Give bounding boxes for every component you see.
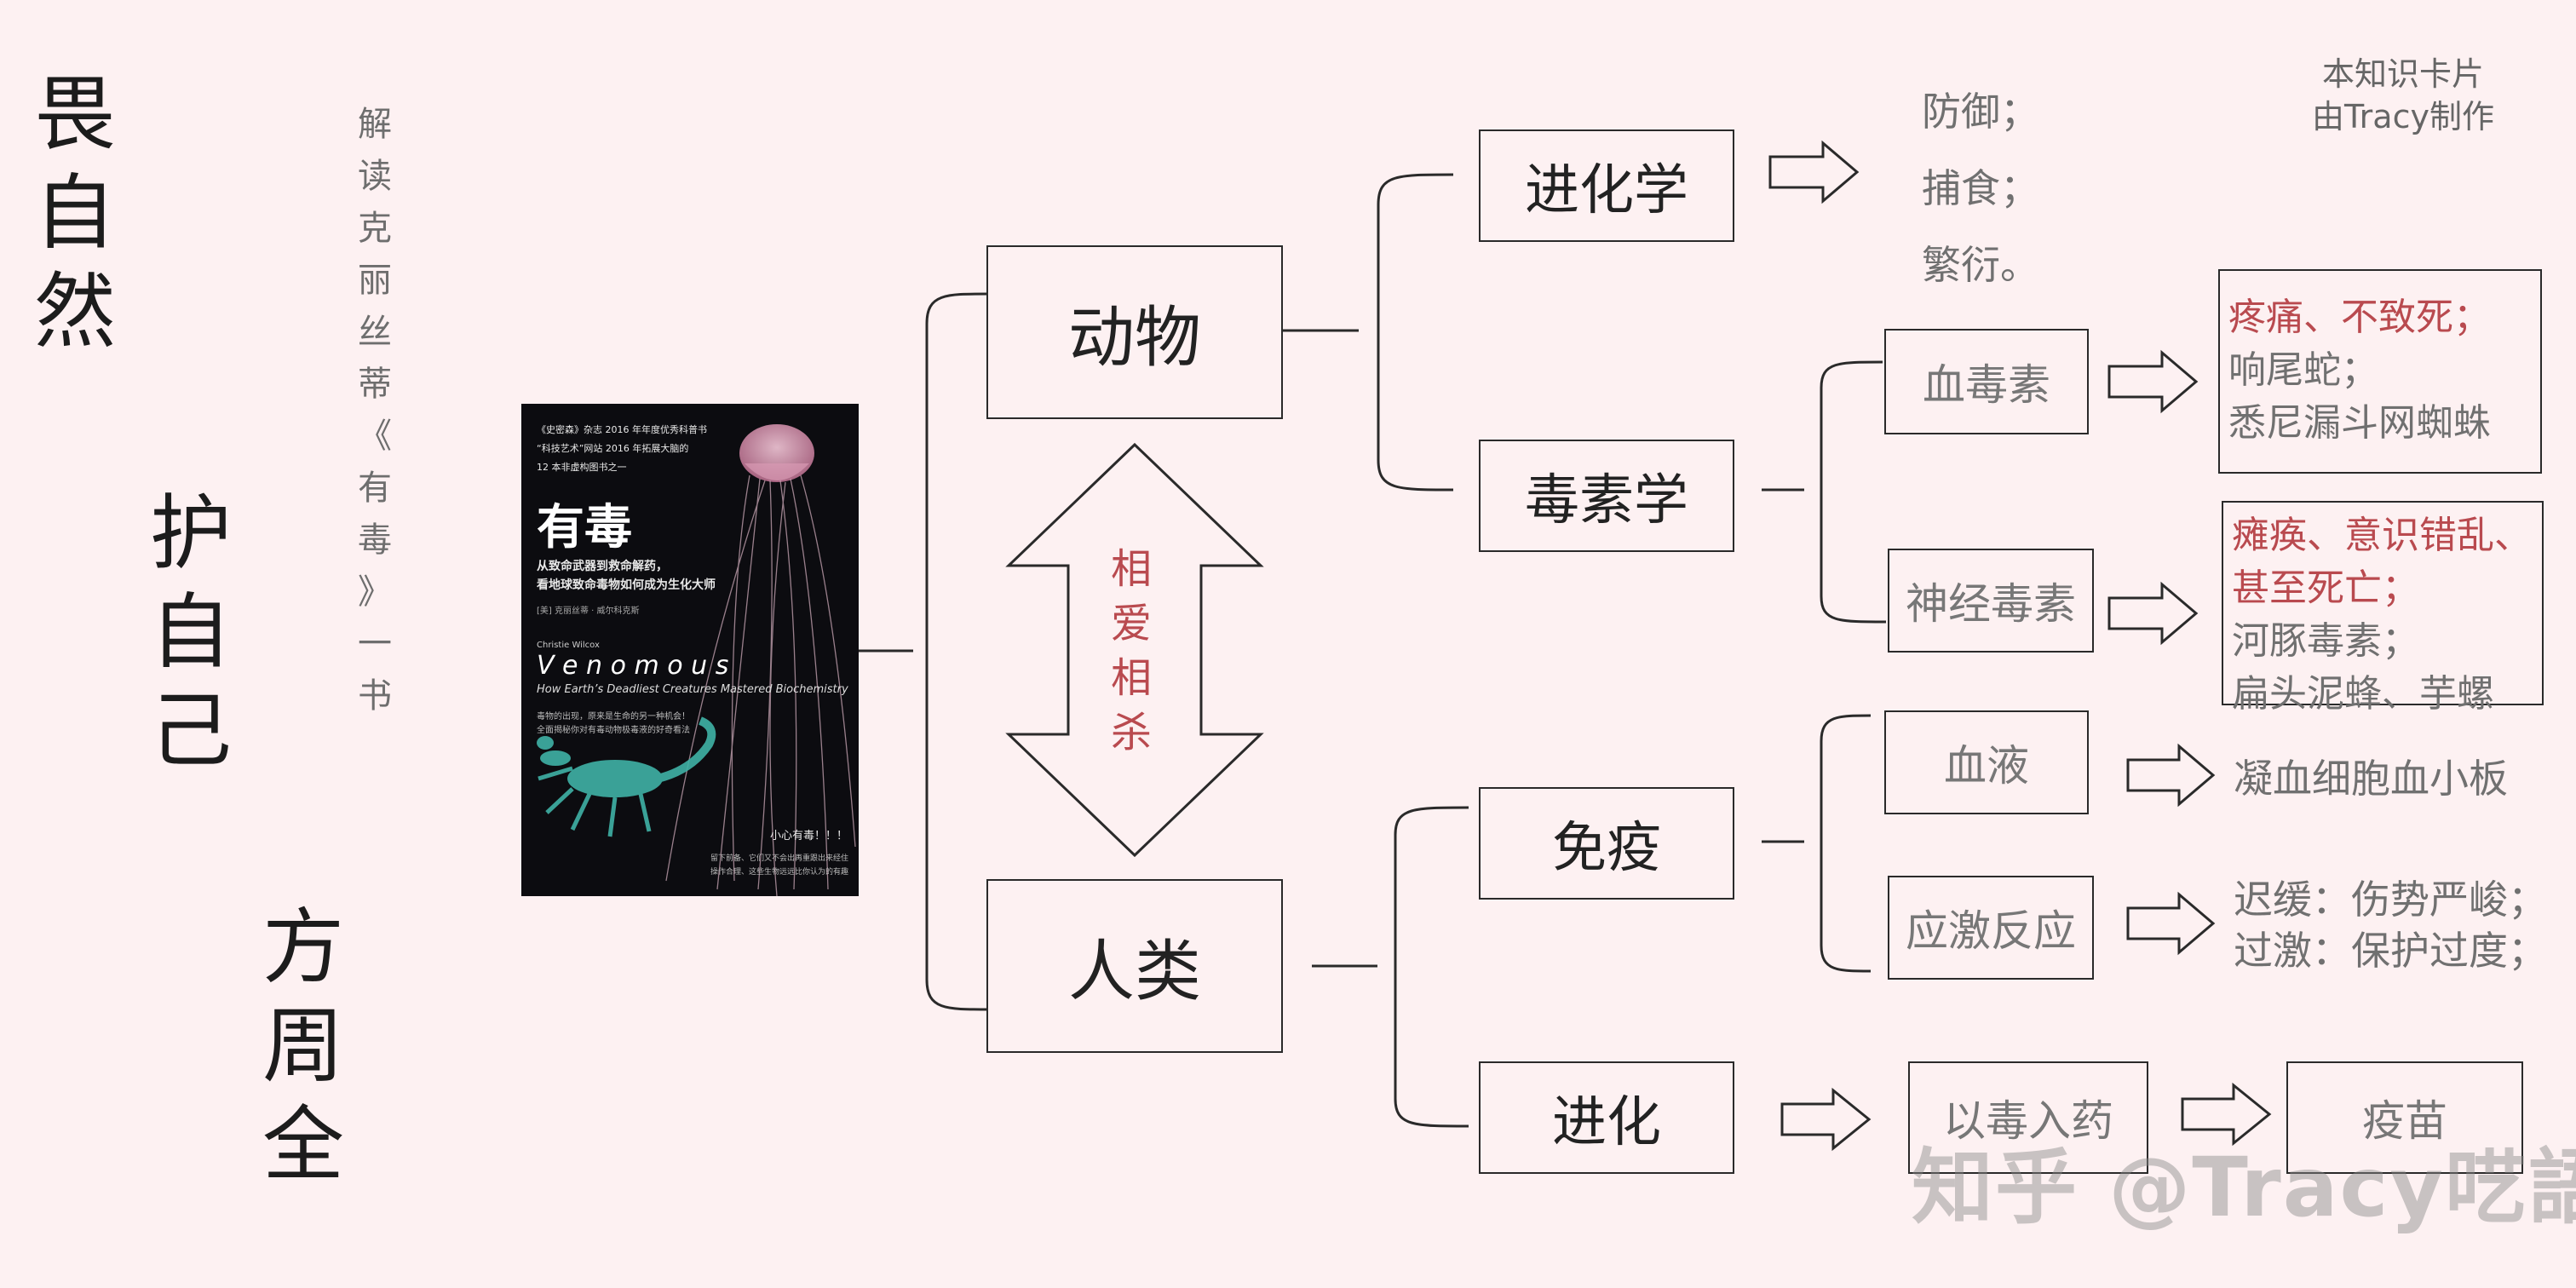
book-title: 有毒 — [537, 500, 632, 555]
stress-detail: 迟缓：伤势严峻； 过激：保护过度； — [2234, 877, 2547, 974]
arrow-right-icon — [1768, 140, 1860, 204]
animal-bracket — [1282, 173, 1454, 492]
arrow-right-icon — [2126, 743, 2216, 808]
title-column-2: 护 自 己 — [150, 486, 232, 779]
evolution-purposes: 防御； 捕食； 繁衍。 — [1922, 89, 2039, 288]
node-stress: 应激反应 — [1888, 876, 2094, 980]
title-column-1: 畏 自 然 — [34, 66, 116, 359]
arrow-right-icon — [1780, 1087, 1872, 1152]
arrow-right-icon — [2107, 581, 2199, 646]
toxicology-bracket — [1762, 360, 1887, 624]
immunity-bracket — [1762, 714, 1872, 973]
blood-detail: 凝血细胞血小板 — [2234, 756, 2508, 802]
arrow-right-icon — [2181, 1082, 2272, 1147]
title-column-3: 方 周 全 — [262, 900, 344, 1193]
love-kill-label: 相 爱 相 杀 — [1111, 545, 1153, 756]
node-blood: 血液 — [1884, 710, 2089, 814]
neurotoxin-detail: 瘫痪、意识错乱、 甚至死亡； 河豚毒素； 扁头泥蜂、芋螺 — [2222, 501, 2544, 716]
node-hemotoxin: 血毒素 — [1884, 329, 2089, 434]
book-title-en: V e n o m o u s — [537, 651, 729, 681]
human-bracket — [1312, 806, 1469, 1128]
node-evolution: 进化 — [1479, 1061, 1734, 1174]
book-cover: 《史密森》杂志 2016 年年度优秀科普书 “科技艺术”网站 2016 年拓展大… — [521, 404, 859, 896]
node-evolution-study: 进化学 — [1479, 129, 1734, 242]
node-medicine: 以毒入药 — [1908, 1061, 2148, 1174]
node-human: 人类 — [986, 879, 1283, 1053]
double-arrow-icon — [1005, 442, 1264, 858]
watermark: 知乎 @Tracy呓語 — [1912, 1140, 2576, 1235]
node-neurotoxin: 神经毒素 — [1888, 549, 2094, 653]
hemotoxin-detail: 疼痛、不致死； 响尾蛇； 悉尼漏斗网蜘蛛 — [2218, 269, 2542, 474]
node-toxicology: 毒素学 — [1479, 440, 1734, 552]
node-immunity: 免疫 — [1479, 787, 1734, 900]
book-bracket — [859, 292, 989, 1011]
card-credit: 本知识卡片 由Tracy制作 — [2312, 55, 2494, 135]
node-vaccine: 疫苗 — [2286, 1061, 2523, 1174]
arrow-right-icon — [2126, 891, 2216, 956]
subtitle-column: 解 读 克 丽 丝 蒂 《 有 毒 》 一 书 — [358, 105, 392, 716]
arrow-right-icon — [2107, 349, 2199, 414]
node-animal: 动物 — [986, 245, 1283, 419]
jellyfish-scorpion-illustration — [537, 424, 856, 896]
